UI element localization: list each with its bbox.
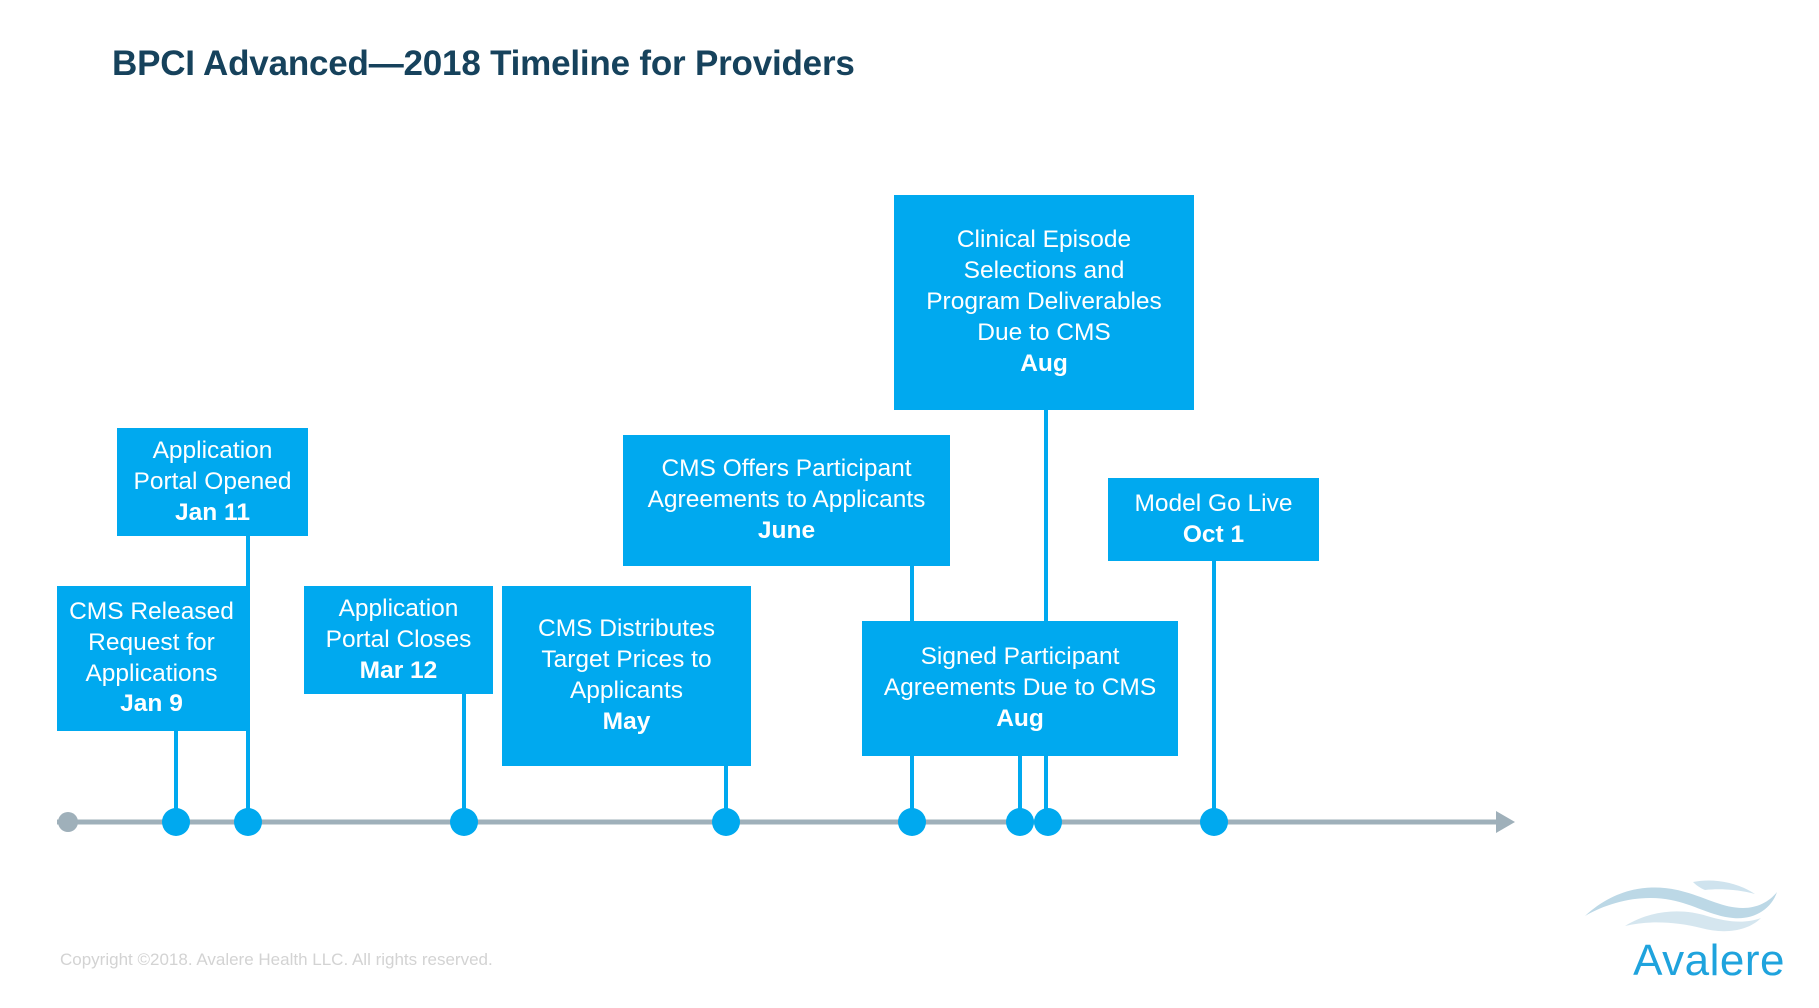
connector-stem-model-go-live (1212, 561, 1216, 822)
logo-wordmark: Avalere (1633, 936, 1785, 985)
connector-stem-clinical-episode-selections (1044, 410, 1048, 822)
event-label-cms-distributes-target-prices: CMS Distributes Target Prices to Applica… (538, 615, 715, 704)
event-box-signed-participant-agreements[interactable]: Signed Participant Agreements Due to CMS… (862, 621, 1178, 756)
event-label-cms-released-request: CMS Released Request for Applications (69, 597, 234, 687)
connector-stem-cms-distributes-target-prices (724, 766, 728, 822)
event-label-signed-participant-agreements: Signed Participant Agreements Due to CMS (883, 643, 1157, 701)
event-date-cms-distributes-target-prices: May (602, 707, 651, 735)
event-date-signed-participant-agreements: Aug (996, 704, 1044, 732)
event-date-clinical-episode-selections: Aug (1020, 349, 1068, 377)
event-date-model-go-live: Oct 1 (1182, 520, 1245, 548)
connector-stem-cms-released-request (174, 731, 178, 822)
copyright-text: Copyright ©2018. Avalere Health LLC. All… (60, 950, 493, 969)
event-label-application-portal-opened: Application Portal Opened (133, 436, 292, 495)
dot-aug-clinical[interactable] (1034, 808, 1062, 836)
start-dot[interactable] (58, 812, 78, 832)
event-label-model-go-live: Model Go Live (1134, 489, 1293, 517)
event-label-cms-offers-participant-agreements: CMS Offers Participant Agreements to App… (647, 455, 926, 513)
event-box-clinical-episode-selections[interactable]: Clinical Episode Selections and Program … (894, 195, 1194, 410)
event-date-cms-released-request: Jan 9 (120, 690, 183, 718)
event-date-application-portal-closes: Mar 12 (359, 656, 438, 684)
axis-arrowhead-icon (1496, 811, 1515, 833)
event-date-application-portal-opened: Jan 11 (175, 498, 250, 526)
event-label-application-portal-closes: Application Portal Closes (325, 594, 472, 653)
connector-stem-application-portal-closes (462, 694, 466, 822)
event-box-cms-distributes-target-prices[interactable]: CMS Distributes Target Prices to Applica… (502, 586, 751, 766)
page-title: BPCI Advanced—2018 Timeline for Provider… (112, 44, 855, 83)
avalere-logo: Avalere (1560, 876, 1785, 986)
event-label-clinical-episode-selections: Clinical Episode Selections and Program … (926, 226, 1162, 346)
swoosh-icon (1585, 880, 1777, 932)
event-date-cms-offers-participant-agreements: June (757, 516, 816, 544)
connector-stem-application-portal-opened (246, 536, 250, 822)
connector-stem-signed-participant-agreements (1018, 756, 1022, 822)
event-box-cms-offers-participant-agreements[interactable]: CMS Offers Participant Agreements to App… (623, 435, 950, 566)
